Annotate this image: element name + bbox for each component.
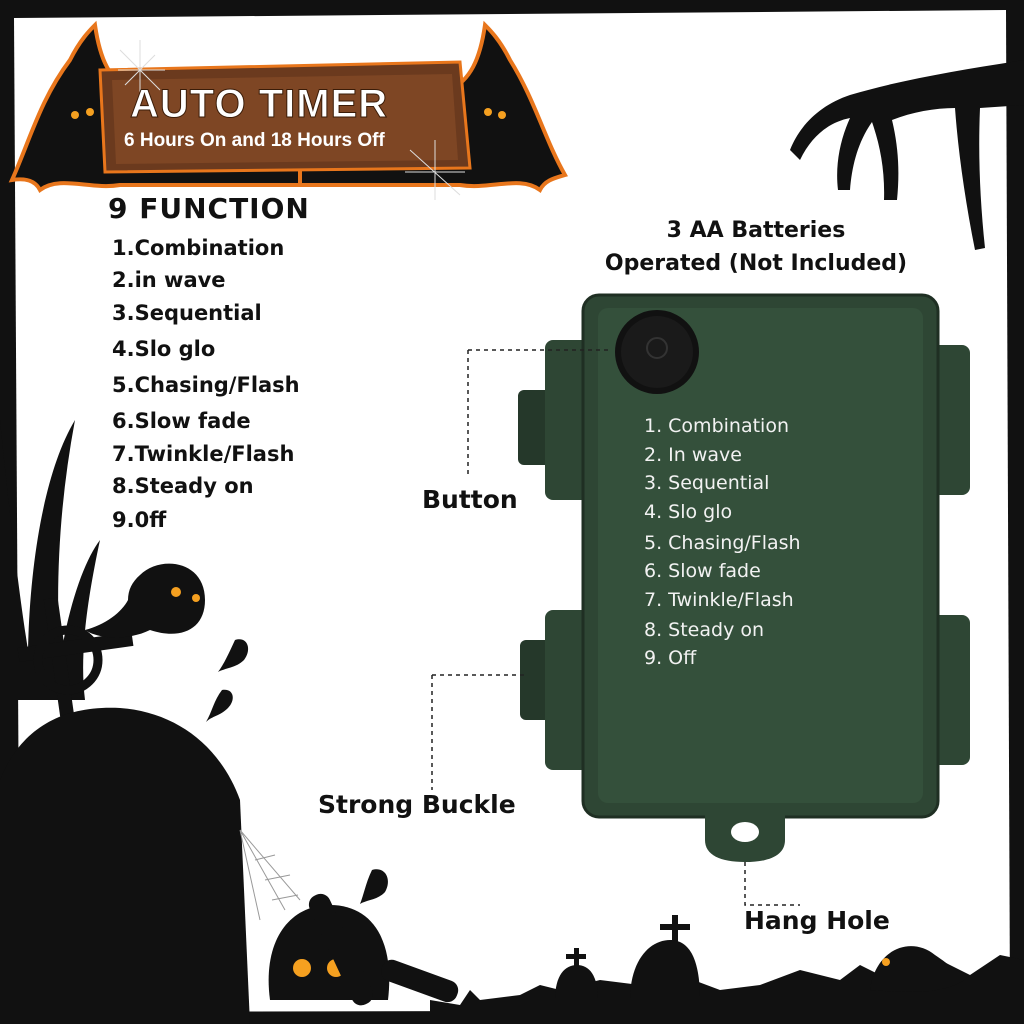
box-label: 4. Slo glo xyxy=(644,501,733,523)
function-item: 1.Combination xyxy=(112,236,285,260)
skull-icon xyxy=(268,893,459,1006)
box-label: 5. Chasing/Flash xyxy=(644,532,801,554)
function-item: 6.Slow fade xyxy=(112,409,251,433)
buckle-callout: Strong Buckle xyxy=(318,790,516,819)
function-item: 8.Steady on xyxy=(112,474,254,498)
function-item: 3.Sequential xyxy=(112,301,262,325)
hang-hole-callout: Hang Hole xyxy=(744,906,890,935)
spider-web-icon xyxy=(118,40,465,200)
box-label: 2. In wave xyxy=(644,444,742,466)
box-label: 8. Steady on xyxy=(644,619,765,641)
battery-note-line1: 3 AA Batteries xyxy=(666,218,846,243)
grass-icon xyxy=(430,915,1024,1024)
battery-note-line2: Operated (Not Included) xyxy=(604,251,908,276)
wood-sign xyxy=(98,60,472,174)
ghost-icon xyxy=(206,639,388,904)
box-label: 9. Off xyxy=(644,647,697,669)
box-label: 1. Combination xyxy=(644,415,789,437)
function-item: 4.Slo glo xyxy=(112,337,216,361)
banner-subtitle: 6 Hours On and 18 Hours Off xyxy=(124,130,385,151)
witch-hand-icon xyxy=(790,60,1024,250)
hang-hole-callout-line xyxy=(744,862,800,906)
function-item: 7.Twinkle/Flash xyxy=(112,442,295,466)
function-item: 9.0ff xyxy=(112,508,167,532)
spider-web-icon xyxy=(239,829,301,921)
function-item: 2.in wave xyxy=(112,268,226,292)
battery-note: 3 AA Batteries Operated (Not Included) xyxy=(596,214,916,280)
battery-box xyxy=(518,293,970,862)
banner-title: AUTO TIMER xyxy=(129,82,389,127)
cross-icon xyxy=(17,597,134,719)
functions-heading: 9 FUNCTION xyxy=(108,192,310,225)
button-callout: Button xyxy=(422,485,518,514)
button-callout-line xyxy=(467,349,612,475)
tombstone-icon xyxy=(0,707,250,1024)
function-item: 5.Chasing/Flash xyxy=(112,373,300,397)
buckle-callout-line xyxy=(431,674,528,790)
ghost-icon xyxy=(85,563,205,638)
box-label: 7. Twinkle/Flash xyxy=(644,589,794,611)
ghost-eye xyxy=(882,958,890,966)
box-label: 3. Sequential xyxy=(644,472,770,494)
button-icon xyxy=(615,310,699,394)
box-label: 6. Slow fade xyxy=(644,560,761,582)
